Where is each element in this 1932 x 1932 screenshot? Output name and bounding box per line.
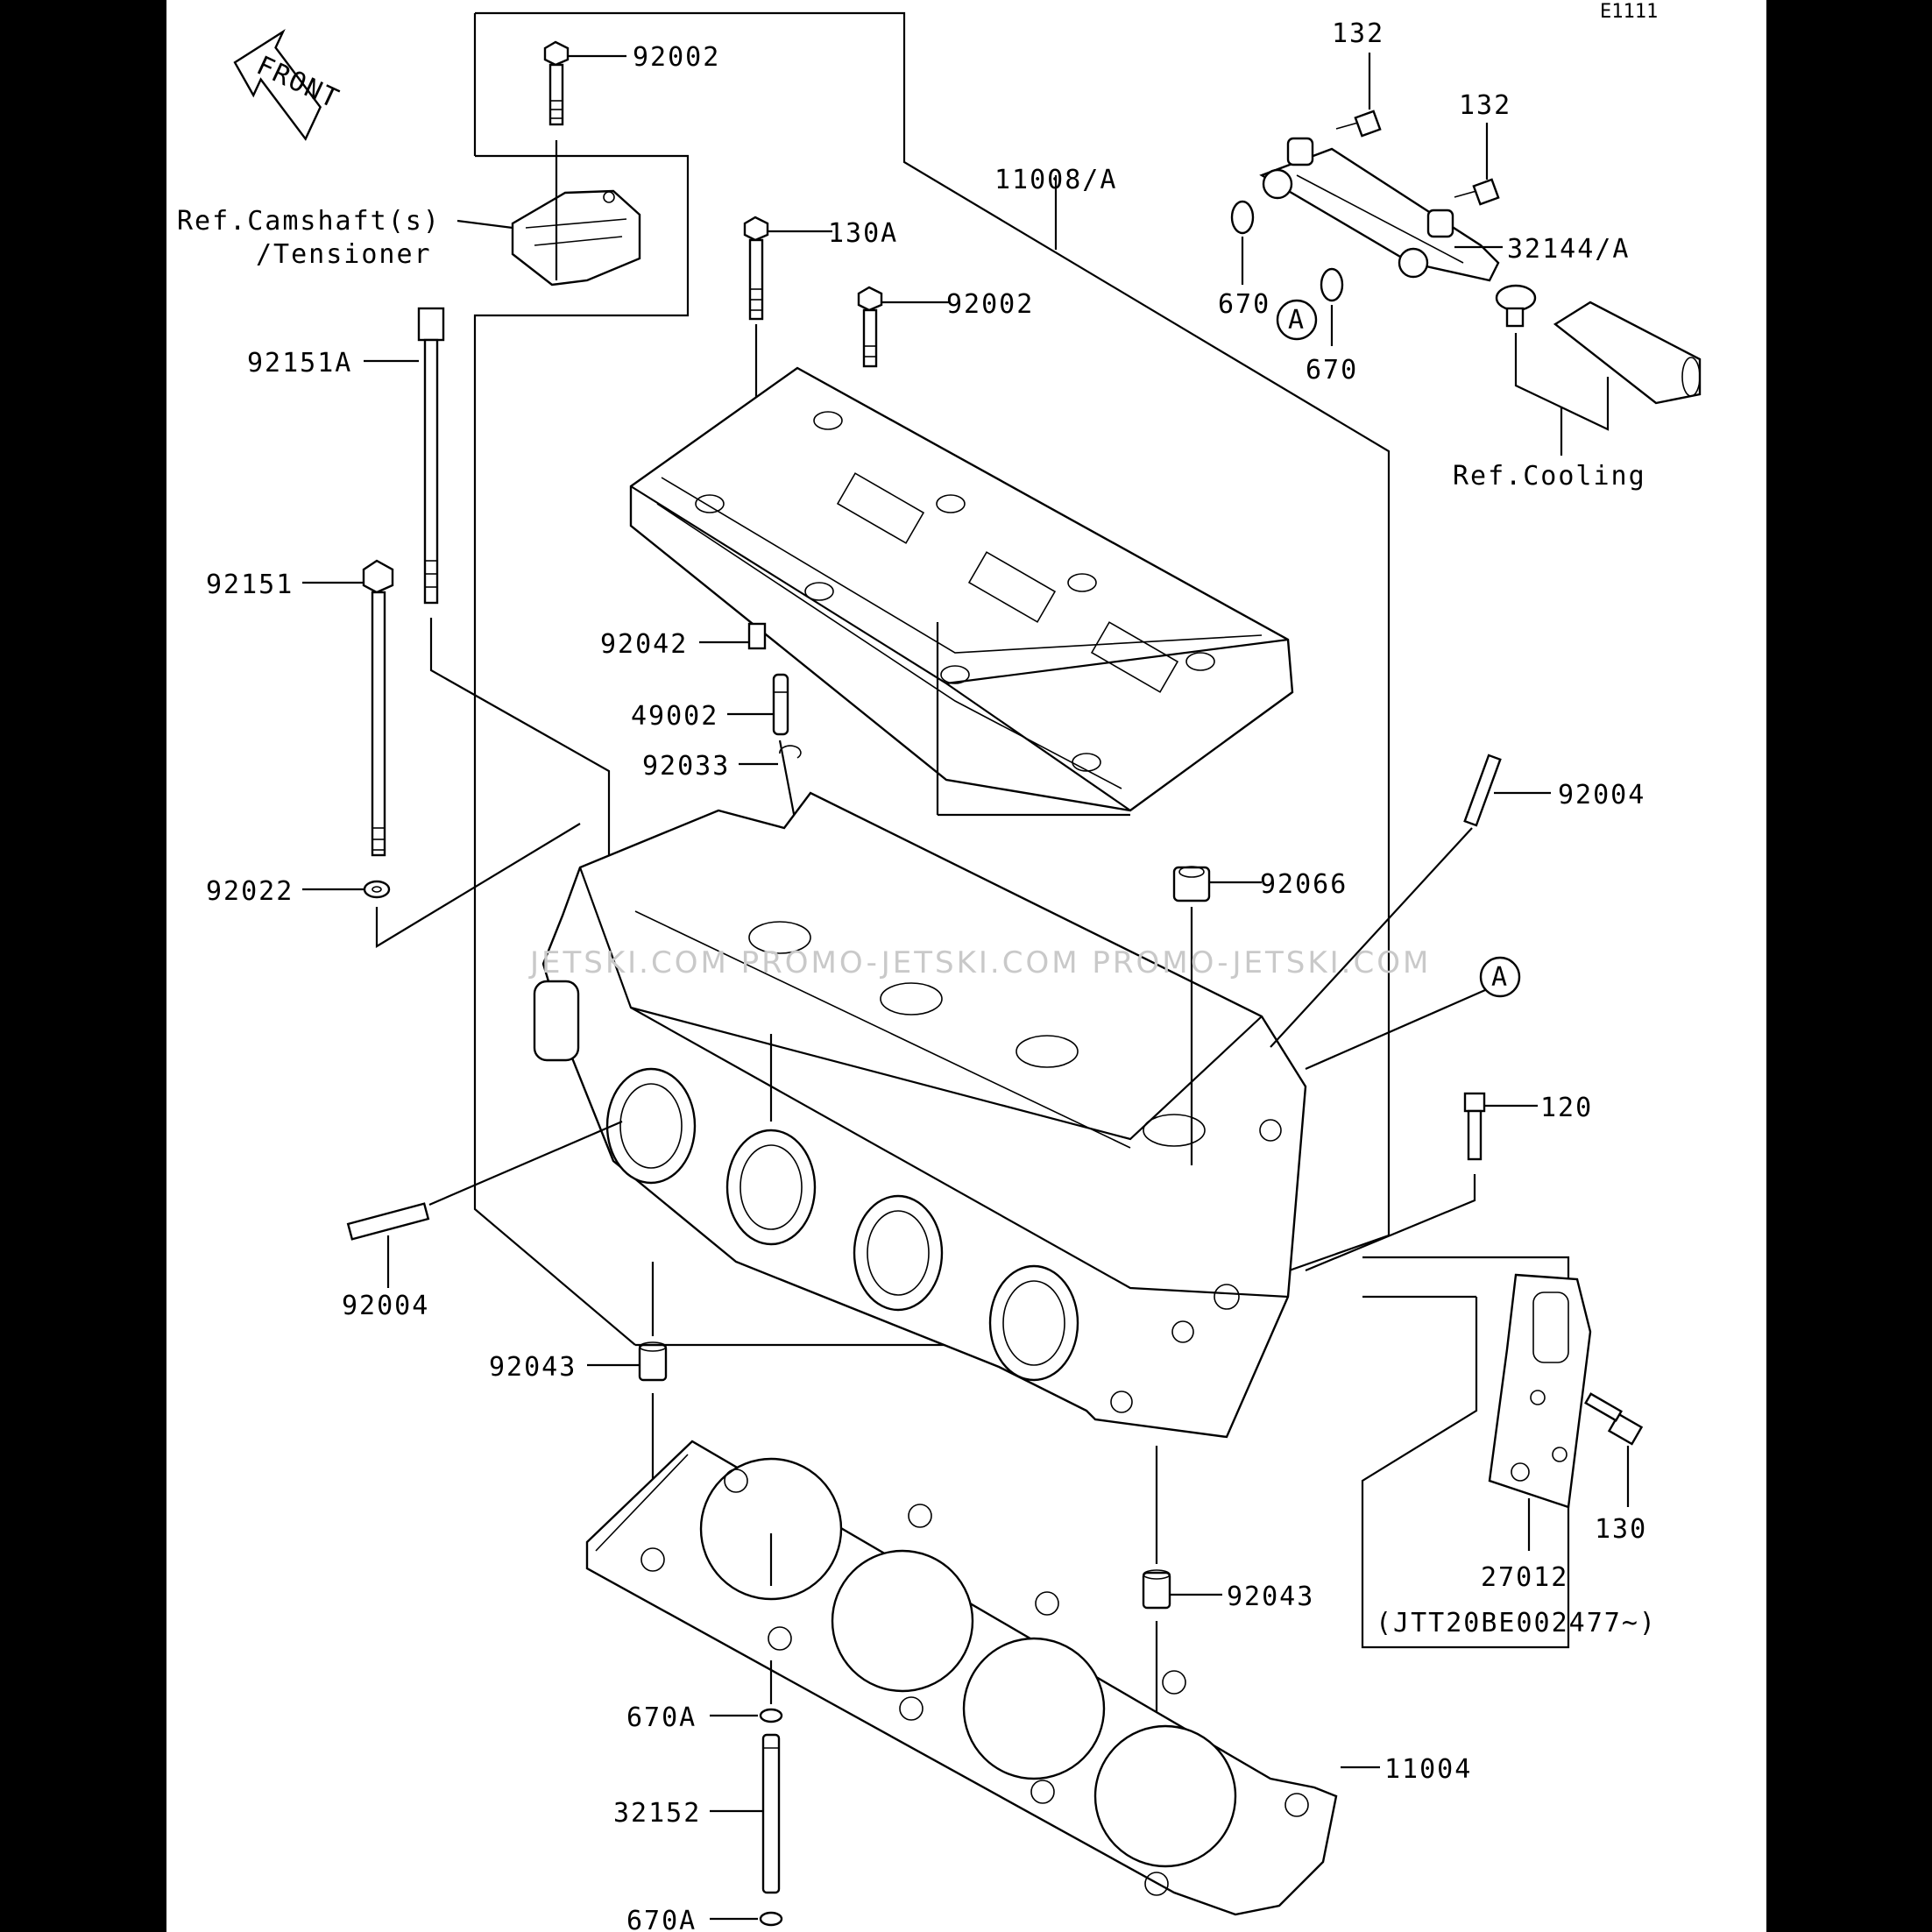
callout-92002-top: 92002 bbox=[633, 42, 720, 73]
callout-A-right: A bbox=[1491, 962, 1509, 993]
bolt-130: 130 bbox=[1584, 1392, 1647, 1545]
callout-132-top: 132 bbox=[1332, 18, 1384, 49]
callout-92043-right: 92043 bbox=[1227, 1582, 1314, 1612]
bolt-132-top: 132 bbox=[1332, 18, 1384, 138]
callout-92004-right: 92004 bbox=[1558, 780, 1645, 810]
reference-a-circle: A bbox=[1305, 956, 1521, 1071]
callout-130: 130 bbox=[1595, 1514, 1647, 1545]
callout-130A: 130A bbox=[828, 218, 898, 249]
reference-a-circle-pipe: A bbox=[1276, 299, 1318, 341]
bolt-130A: 130A bbox=[743, 216, 898, 486]
head-gasket-11004: 11004 bbox=[585, 1440, 1472, 1916]
bolt-92002-top: 92002 bbox=[543, 40, 720, 280]
callout-92043-left: 92043 bbox=[489, 1352, 577, 1383]
callout-11004: 11004 bbox=[1384, 1754, 1472, 1785]
callout-32144A: 32144/A bbox=[1507, 234, 1630, 265]
camshaft-holder bbox=[629, 366, 1294, 817]
callout-A-pipe: A bbox=[1288, 305, 1306, 336]
callout-92042: 92042 bbox=[600, 629, 688, 660]
hose-clamp-and-hose: Ref.Cooling bbox=[1453, 284, 1702, 492]
ref-cooling: Ref.Cooling bbox=[1453, 461, 1646, 492]
o-ring-670-right: 670 bbox=[1306, 267, 1358, 386]
callout-670-right: 670 bbox=[1306, 355, 1358, 386]
camshaft-tensioner-bracket: Ref.Camshaft(s) /Tensioner bbox=[177, 189, 641, 287]
callout-32152: 32152 bbox=[613, 1798, 701, 1829]
bolt-120: 120 bbox=[1305, 1092, 1593, 1272]
dowel-92043-left: 92043 bbox=[489, 1262, 668, 1560]
callout-670A-top: 670A bbox=[626, 1702, 697, 1733]
cylinder-head-exploded-diagram: E1111 FRONT Ref.Camshaft(s) /Tensioner 9… bbox=[177, 1, 1702, 1932]
callout-49002: 49002 bbox=[631, 701, 718, 732]
ref-camshaft-line2: /Tensioner bbox=[256, 239, 432, 270]
callout-92022: 92022 bbox=[206, 876, 294, 907]
callout-132-mid: 132 bbox=[1459, 90, 1511, 121]
callout-92151: 92151 bbox=[206, 570, 294, 600]
bolt-92151: 92151 bbox=[206, 559, 394, 857]
callout-92002-mid: 92002 bbox=[946, 289, 1034, 320]
washer-92022: 92022 bbox=[206, 823, 581, 948]
callout-92151A: 92151A bbox=[247, 348, 352, 379]
bolt-92002-mid: 92002 bbox=[857, 286, 1034, 368]
parts-diagram-sheet: E1111 FRONT Ref.Camshaft(s) /Tensioner 9… bbox=[166, 0, 1766, 1932]
callout-670A-bottom: 670A bbox=[626, 1906, 697, 1932]
bracket-27012-group: 27012 (JTT20BE002477~) bbox=[1361, 1256, 1657, 1649]
ref-camshaft-line1: Ref.Camshaft(s) bbox=[177, 206, 441, 237]
callout-92066: 92066 bbox=[1260, 869, 1348, 900]
bolt-132-mid: 132 bbox=[1454, 90, 1511, 206]
callout-92004-left: 92004 bbox=[342, 1291, 429, 1321]
circlip-92033: 92033 bbox=[642, 745, 802, 782]
stud-92004-right: 92004 bbox=[1270, 754, 1645, 1048]
stud-92004-left: 92004 bbox=[342, 1120, 623, 1321]
watermark: JETSKI.COM PROMO-JETSKI.COM PROMO-JETSKI… bbox=[528, 945, 1431, 980]
callout-27012: 27012 bbox=[1481, 1562, 1568, 1593]
o-ring-670A-top: 670A bbox=[626, 1660, 783, 1733]
diagram-code: E1111 bbox=[1600, 1, 1658, 23]
bolt-92151A: 92151A bbox=[247, 307, 611, 929]
o-ring-670A-bottom: 670A bbox=[626, 1906, 783, 1932]
cylinder-head bbox=[533, 791, 1307, 1439]
callout-92033: 92033 bbox=[642, 751, 730, 782]
callout-27012-serial: (JTT20BE002477~) bbox=[1376, 1608, 1657, 1638]
callout-670-left: 670 bbox=[1218, 289, 1270, 320]
plug-92066: 92066 bbox=[1172, 866, 1348, 1165]
dowel-92043-right: 92043 bbox=[1142, 1446, 1314, 1858]
pipe-32152: 32152 bbox=[613, 1733, 781, 1894]
water-pipe-32144A: 32144/A bbox=[1259, 137, 1630, 282]
o-ring-670-left: 670 bbox=[1218, 200, 1270, 320]
dowel-92042: 92042 bbox=[600, 622, 767, 660]
callout-120: 120 bbox=[1540, 1093, 1593, 1123]
front-arrow-icon: FRONT bbox=[233, 29, 344, 141]
callout-11008A: 11008/A bbox=[994, 165, 1117, 195]
